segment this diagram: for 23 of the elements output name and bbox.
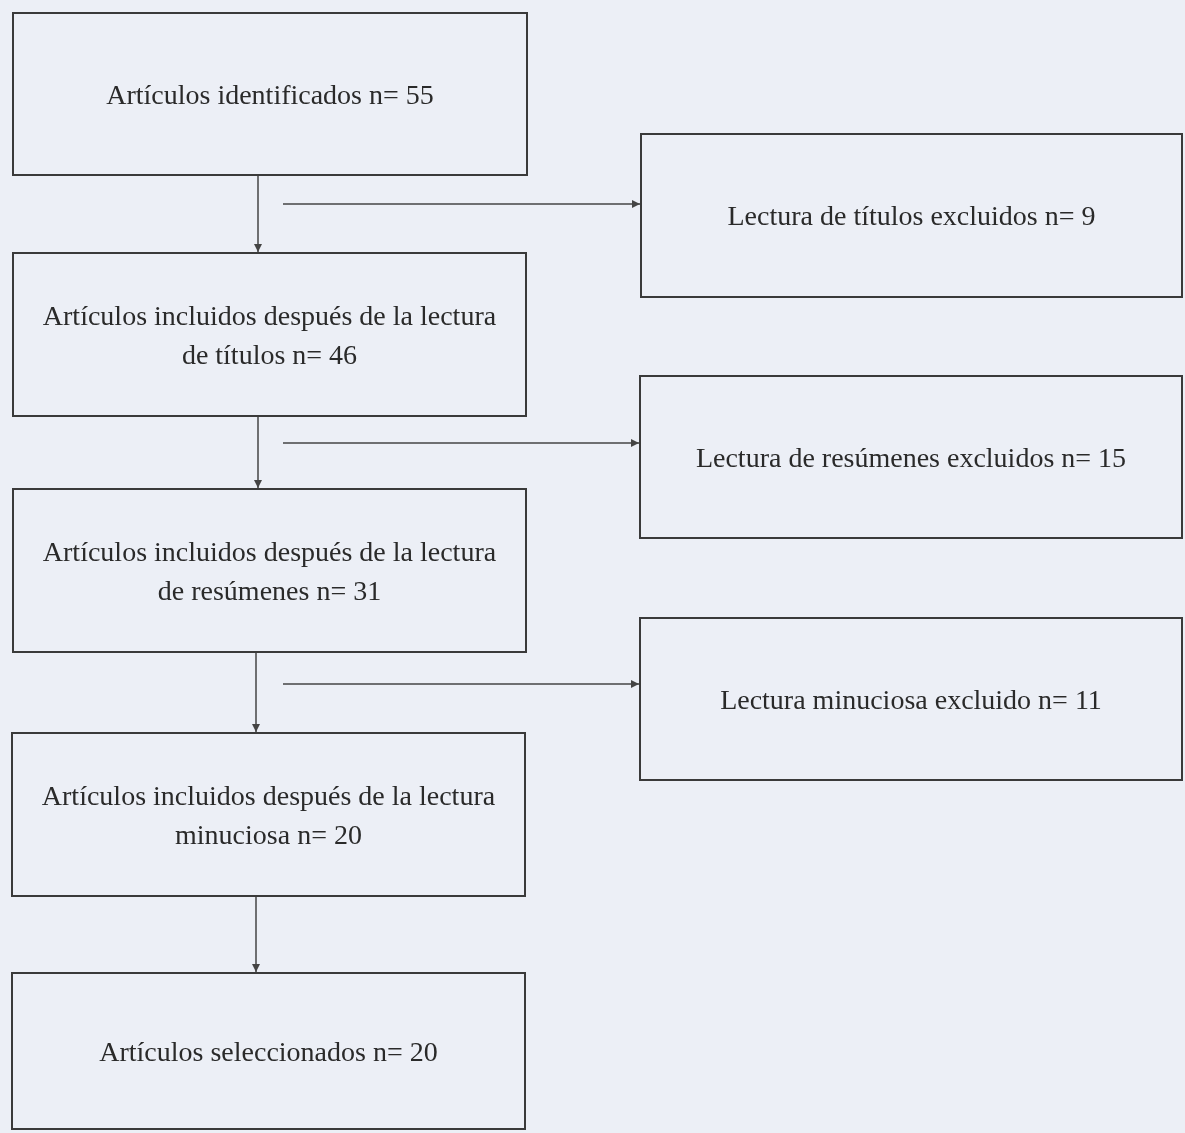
box-text: Lectura de resúmenes excluidos n= 15 bbox=[695, 440, 1127, 475]
process-box bbox=[11, 972, 526, 1130]
box-text: Lectura de títulos excluidos n= 9 bbox=[727, 199, 1096, 233]
process-box bbox=[640, 133, 1183, 298]
box-text: Artículos incluidos después de la lectura de títulos n= 46 bbox=[41, 298, 498, 372]
process-box bbox=[639, 375, 1183, 539]
process-box bbox=[639, 617, 1183, 781]
arrow bbox=[282, 680, 640, 688]
arrow bbox=[254, 416, 262, 489]
arrow bbox=[282, 439, 640, 447]
box-text: Artículos incluidos después de la lectura de resúmenes n= 31 bbox=[41, 534, 498, 608]
process-box bbox=[12, 252, 527, 417]
box-text: Artículos seleccionados n= 20 bbox=[99, 1034, 438, 1069]
box-text: Artículos identificados n= 55 bbox=[106, 77, 434, 112]
arrow bbox=[254, 175, 262, 253]
box-text: Artículos incluidos después de la lectura minuciosa n= 20 bbox=[40, 778, 497, 852]
process-box bbox=[12, 12, 528, 176]
process-box bbox=[11, 732, 526, 897]
box-text: Lectura minuciosa excluido n= 11 bbox=[720, 682, 1102, 717]
arrow bbox=[282, 200, 641, 208]
process-box bbox=[12, 488, 527, 653]
arrow bbox=[252, 896, 260, 973]
arrow bbox=[252, 652, 260, 733]
